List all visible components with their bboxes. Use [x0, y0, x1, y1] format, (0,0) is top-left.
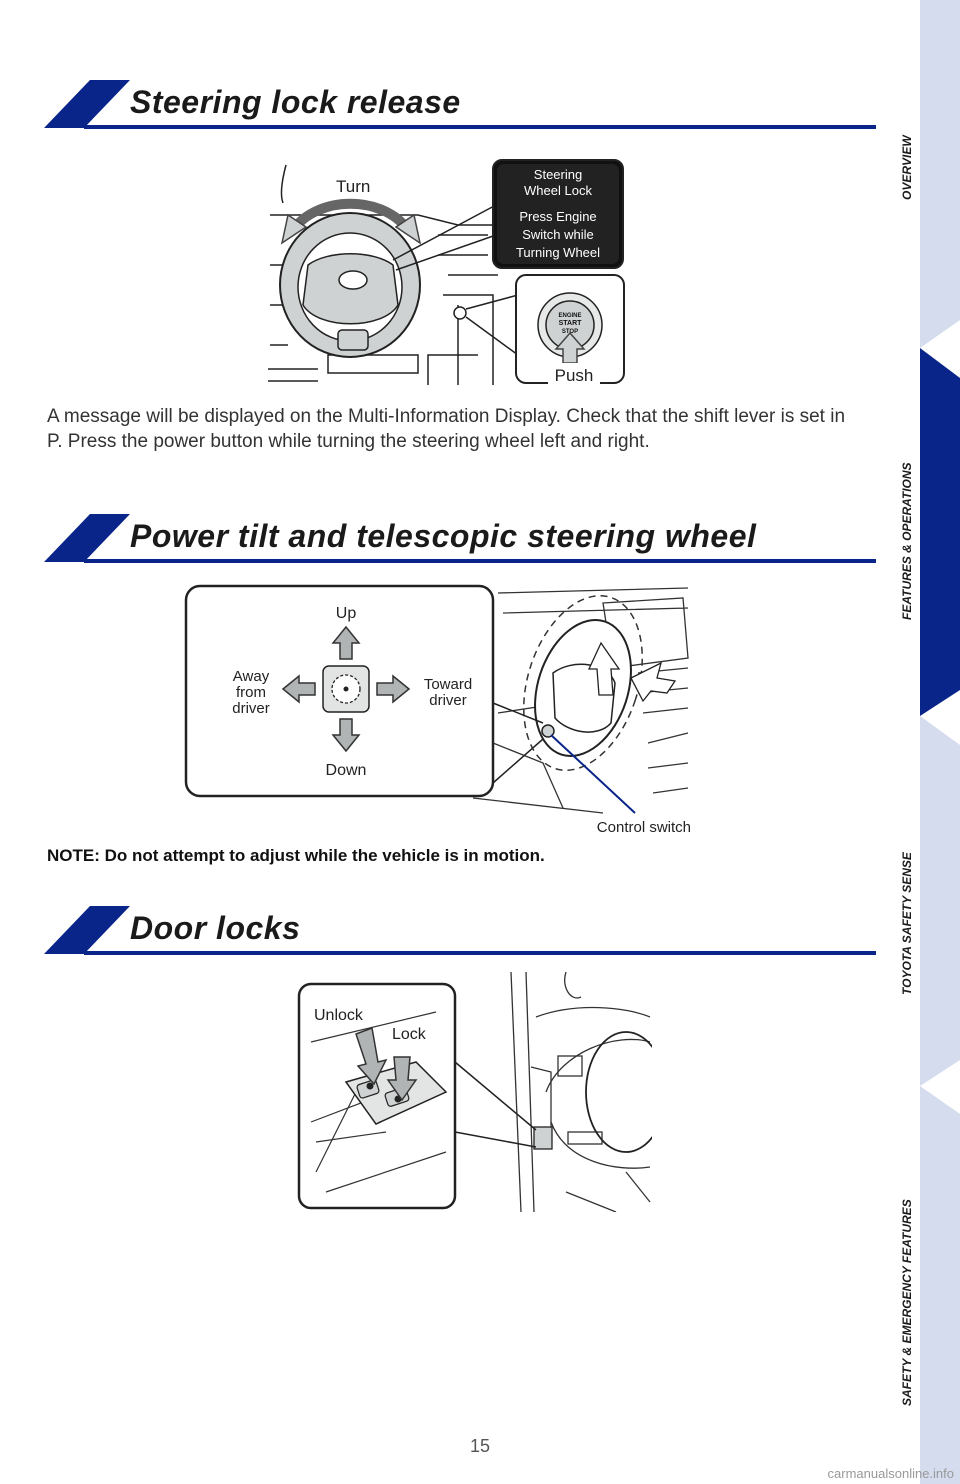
engine-button-line-2: START: [559, 320, 583, 327]
section-header-door-locks: Door locks: [44, 906, 876, 956]
section-title: Steering lock release: [130, 84, 461, 120]
display-line-1: Steering: [534, 167, 582, 182]
display-line-5: Turning Wheel: [516, 245, 600, 260]
power-tilt-illustration: Up Down Away from driver Toward driver C…: [184, 584, 691, 836]
page-number: 15: [469, 1436, 491, 1456]
section-title: Power tilt and telescopic steering wheel: [130, 518, 757, 554]
toward-label-line-1: Toward: [424, 676, 472, 693]
away-label-line-1: Away: [233, 668, 270, 685]
control-switch-label: Control switch: [597, 819, 691, 836]
section-header-bar: [44, 80, 876, 129]
steering-lock-illustration: Turn Steering Wheel Lock Press Engine Sw…: [268, 159, 625, 385]
display-line-4: Switch while: [522, 227, 594, 242]
nav-tab-shapes: [920, 0, 960, 1484]
away-label-line-2: from: [236, 684, 266, 701]
section-title: Door locks: [130, 910, 301, 946]
door-locks-illustration: Unlock Lock: [297, 972, 652, 1212]
display-line-3: Press Engine: [519, 209, 596, 224]
toward-label-line-2: driver: [429, 692, 467, 709]
tab-overview[interactable]: OVERVIEW: [900, 135, 914, 200]
display-line-2: Wheel Lock: [524, 183, 592, 198]
section-header-power-tilt: Power tilt and telescopic steering wheel: [44, 514, 876, 564]
tab-safety-emergency[interactable]: SAFETY & EMERGENCY FEATURES: [900, 1199, 914, 1406]
lock-label: Lock: [392, 1026, 427, 1043]
section-header-bar: [44, 514, 876, 563]
turn-label: Turn: [336, 177, 370, 196]
unlock-label: Unlock: [314, 1007, 364, 1024]
push-label: Push: [555, 366, 594, 385]
watermark: carmanualsonline.info: [827, 1466, 954, 1481]
away-label-line-3: driver: [232, 700, 270, 717]
up-label: Up: [336, 605, 357, 622]
section-nav: [920, 0, 960, 1484]
tab-toyota-safety-sense[interactable]: TOYOTA SAFETY SENSE: [900, 852, 914, 995]
steering-lock-description: A message will be displayed on the Multi…: [47, 406, 846, 452]
safety-note: NOTE: Do not attempt to adjust while the…: [47, 846, 545, 865]
down-label: Down: [326, 762, 367, 779]
section-header-steering-lock: Steering lock release: [44, 80, 876, 130]
engine-button-line-1: ENGINE: [558, 313, 581, 319]
section-header-bar: [44, 906, 876, 955]
tab-features-operations[interactable]: FEATURES & OPERATIONS: [900, 462, 914, 620]
